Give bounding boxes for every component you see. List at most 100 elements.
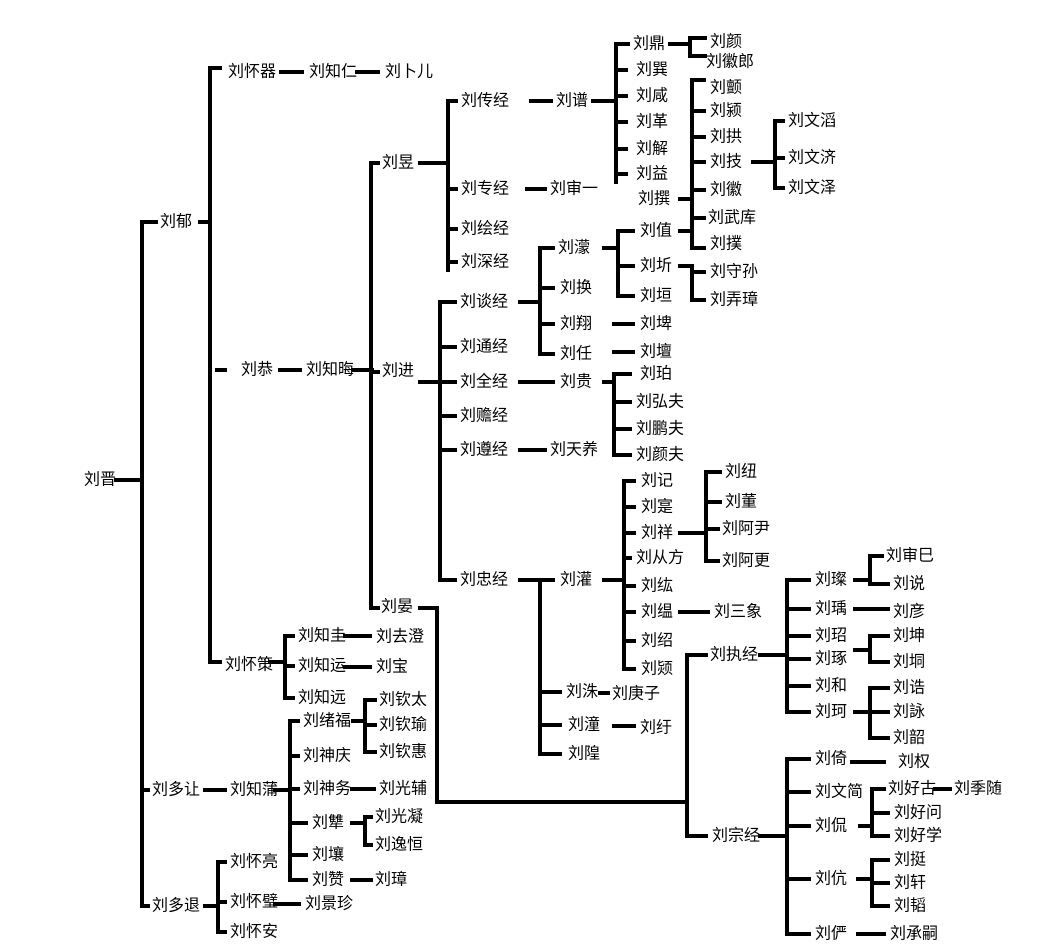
- person-name: 刘伉: [815, 869, 847, 888]
- person-name: 刘挺: [894, 850, 926, 869]
- person-name: 刘谱: [556, 91, 588, 110]
- person-name: 刘垌: [893, 652, 925, 671]
- person-name: 刘审巳: [886, 546, 934, 565]
- person-name: 刘鹏夫: [636, 419, 684, 438]
- person-name: 刘贵: [560, 372, 592, 391]
- person-name: 刘洙: [566, 682, 598, 701]
- person-name: 刘任: [560, 344, 592, 363]
- person-name: 刘纡: [640, 718, 672, 737]
- person-name: 刘侃: [815, 816, 847, 835]
- person-name: 刘拱: [710, 127, 742, 146]
- person-name: 刘记: [641, 471, 673, 490]
- name-labels: 刘晋刘郁刘怀器刘知仁刘卜儿刘恭刘知晦刘昱刘传经刘谱刘专经刘审一刘绘经刘深经刘鼎刘…: [84, 32, 1002, 943]
- person-name: 刘纽: [725, 462, 757, 481]
- person-name: 刘宝: [376, 657, 408, 676]
- person-name: 刘钦太: [379, 690, 427, 709]
- person-name: 刘景珍: [305, 894, 353, 913]
- person-name: 刘坤: [893, 626, 925, 645]
- person-name: 刘寔: [641, 497, 673, 516]
- person-name: 刘董: [725, 492, 757, 511]
- person-name: 刘颎: [641, 659, 673, 678]
- person-name: 刘光辅: [379, 779, 427, 798]
- person-name: 刘卜儿: [385, 62, 433, 81]
- person-name: 刘颤: [710, 78, 742, 97]
- person-name: 刘文济: [788, 148, 836, 167]
- person-name: 刘韶: [893, 728, 925, 747]
- person-name: 刘好问: [894, 803, 942, 822]
- person-name: 刘颜夫: [636, 445, 684, 464]
- person-name: 刘诰: [893, 678, 925, 697]
- person-name: 刘执经: [710, 645, 758, 664]
- person-name: 刘审一: [550, 179, 598, 198]
- person-name: 刘文简: [815, 782, 863, 801]
- person-name: 刘好古: [888, 779, 936, 798]
- person-name: 刘知蒲: [230, 780, 278, 799]
- person-name: 刘知圭: [298, 626, 346, 645]
- person-name: 刘和: [815, 676, 847, 695]
- person-name: 刘怀器: [228, 62, 276, 81]
- person-name: 刘换: [560, 278, 592, 297]
- person-name: 刘恭: [241, 360, 273, 379]
- person-name: 刘阿更: [722, 551, 770, 570]
- person-name: 刘弄璋: [710, 290, 758, 309]
- person-name: 刘好学: [894, 826, 942, 845]
- person-name: 刘绘经: [461, 219, 509, 238]
- person-name: 刘埤: [640, 314, 672, 333]
- person-name: 刘巽: [636, 60, 668, 79]
- person-name: 刘郁: [160, 212, 192, 231]
- person-name: 刘天养: [550, 440, 598, 459]
- person-name: 刘颜: [710, 32, 742, 51]
- person-name: 刘庚子: [612, 684, 660, 703]
- person-name: 刘革: [636, 112, 668, 131]
- person-name: 刘隍: [568, 744, 600, 763]
- person-name: 刘俨: [815, 924, 847, 943]
- person-name: 刘珂: [815, 702, 847, 721]
- person-name: 刘壇: [640, 342, 672, 361]
- person-name: 刘轩: [894, 873, 926, 892]
- person-name: 刘解: [636, 139, 668, 158]
- person-name: 刘怀安: [230, 922, 278, 941]
- person-name: 刘阿尹: [722, 519, 770, 538]
- person-name: 刘纮: [641, 576, 673, 595]
- person-name: 刘撰: [638, 189, 670, 208]
- person-name: 刘技: [710, 152, 742, 171]
- person-name: 刘守孙: [710, 262, 758, 281]
- person-name: 刘绪福: [303, 711, 351, 730]
- person-name: 刘进: [382, 361, 414, 380]
- person-name: 刘知晦: [306, 360, 354, 379]
- person-name: 刘昱: [382, 153, 414, 172]
- person-name: 刘倚: [815, 749, 847, 768]
- person-name: 刘通经: [460, 337, 508, 356]
- person-name: 刘缊: [641, 602, 673, 621]
- person-name: 刘去澄: [376, 627, 424, 646]
- person-name: 刘知远: [298, 688, 346, 707]
- person-name: 刘玿: [815, 626, 847, 645]
- person-name: 刘益: [636, 164, 668, 183]
- person-name: 刘鼎: [633, 34, 665, 53]
- person-name: 刘赞: [312, 870, 344, 889]
- person-name: 刘垣: [640, 286, 672, 305]
- person-name: 刘多让: [152, 780, 200, 799]
- person-name: 刘珀: [640, 364, 672, 383]
- person-name: 刘璋: [375, 870, 407, 889]
- person-name: 刘传经: [461, 91, 509, 110]
- person-name: 刘瑀: [815, 599, 847, 618]
- person-name: 刘徽: [710, 180, 742, 199]
- person-name: 刘韬: [894, 896, 926, 915]
- person-name: 刘知仁: [309, 62, 357, 81]
- person-name: 刘权: [898, 752, 930, 771]
- person-name: 刘赡经: [460, 406, 508, 425]
- person-name: 刘承嗣: [890, 924, 938, 943]
- person-name: 刘晏: [381, 597, 413, 616]
- person-name: 刘咸: [636, 86, 668, 105]
- person-name: 刘三象: [714, 602, 762, 621]
- person-name: 刘钦惠: [379, 742, 427, 761]
- person-name: 刘祥: [641, 523, 673, 542]
- person-name: 刘潼: [568, 715, 600, 734]
- person-name: 刘文滔: [788, 111, 836, 130]
- person-name: 刘翔: [560, 314, 592, 333]
- person-name: 刘文泽: [788, 178, 836, 197]
- person-name: 刘灌: [560, 570, 592, 589]
- person-name: 刘詠: [893, 702, 925, 721]
